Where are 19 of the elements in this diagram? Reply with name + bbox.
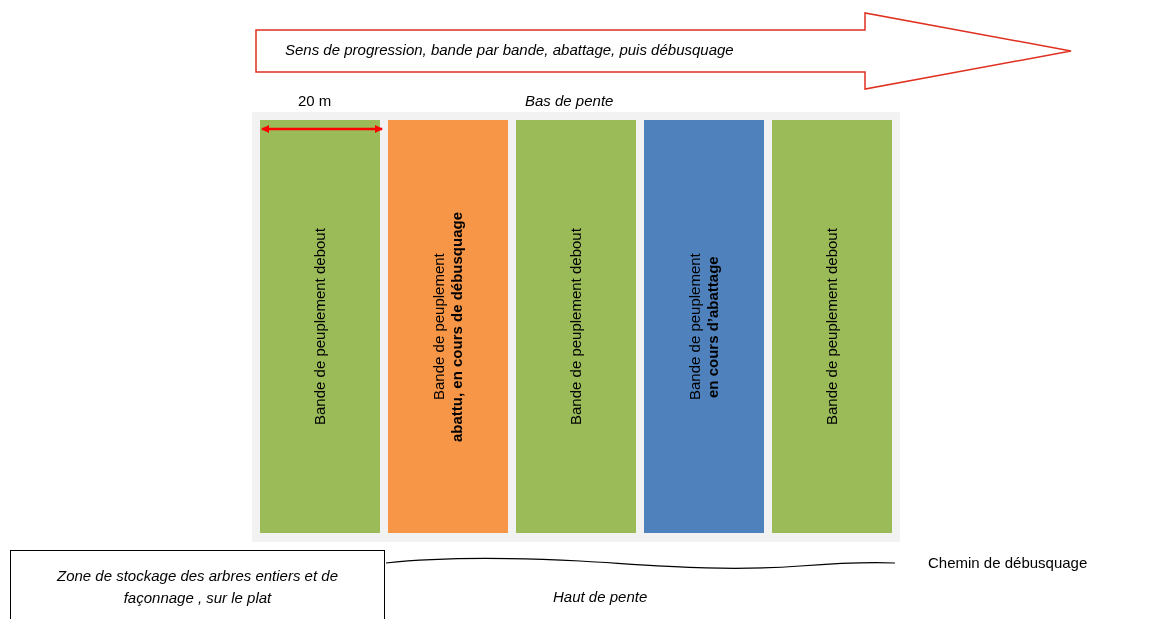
slope-label: Haut de pente	[553, 588, 648, 605]
storage-zone-box	[10, 550, 385, 619]
slope-panel	[252, 112, 900, 542]
forest-strip	[516, 120, 636, 533]
trail-label: Chemin de débusquage	[928, 554, 1088, 571]
dimension-label: 20 m	[298, 92, 332, 109]
strip-label: Bande de peuplement en cours d’abattage	[686, 252, 722, 402]
forest-strip	[260, 120, 380, 533]
arrow-label: Sens de progression, bande par bande, abattage, puis débusquage	[285, 41, 734, 58]
zone-label: Zone de stockage des arbres entiers et de façonnage , sur le plat	[55, 566, 339, 608]
forest-strip	[644, 120, 764, 533]
strip-label: Bande de peuplement debout	[823, 227, 841, 427]
forest-strip	[772, 120, 892, 533]
progress-arrow	[255, 12, 1072, 90]
strip-label: Bande de peuplement debout	[567, 227, 585, 427]
strip-label: Bande de peuplement debout	[311, 227, 329, 427]
slope-label: Bas de pente	[525, 92, 614, 109]
forest-strip	[388, 120, 508, 533]
strip-label: Bande de peuplement abattu, en cours de débusquage	[430, 210, 466, 444]
